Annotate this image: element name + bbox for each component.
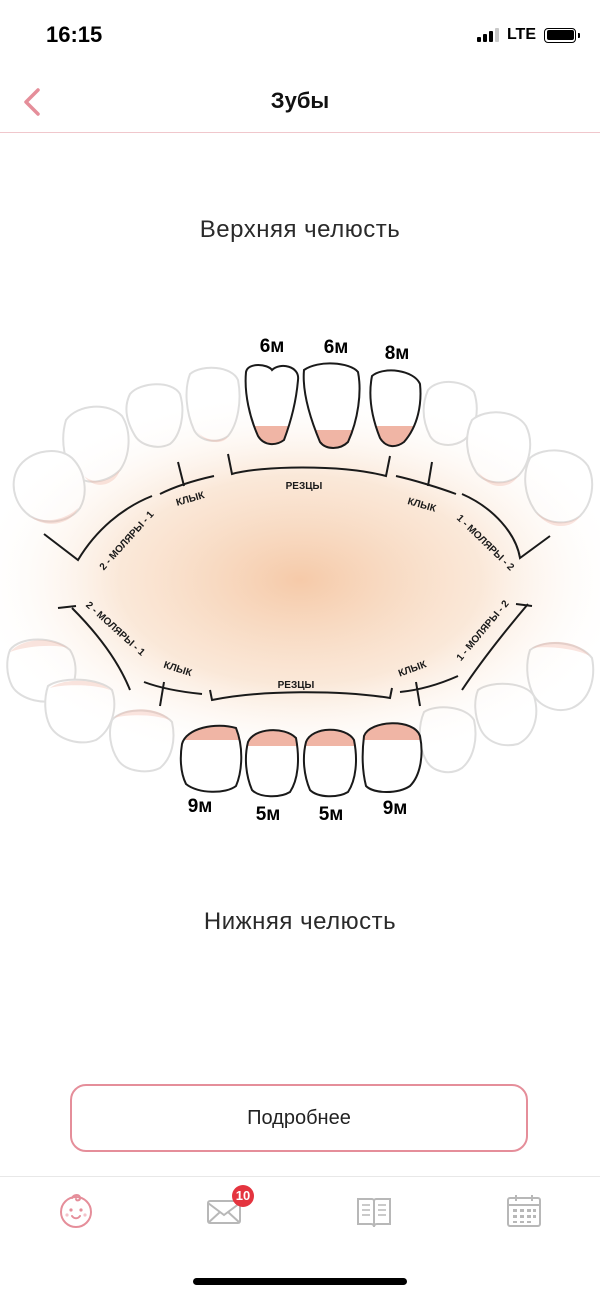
signal-icon [476,28,499,42]
upper-tooth-1-age: 6м [260,336,285,357]
navigation-bar: Зубы [0,72,600,133]
lower-incisors-label: РЕЗЦЫ [278,680,315,691]
home-indicator [193,1278,407,1285]
lower-tooth-4-age: 9м [383,798,408,819]
status-indicators: LTE [476,26,580,44]
details-button[interactable]: Подробнее [70,1084,528,1152]
lower-tooth-3 [302,728,357,798]
tab-baby[interactable] [54,1191,98,1231]
lower-tooth-1-age: 9м [188,796,213,817]
teeth-diagram: РЕЗЦЫ КЛЫК КЛЫК 2 - МОЛЯРЫ - 1 1 - МОЛЯР… [0,336,600,825]
tab-messages[interactable]: 10 [202,1185,254,1231]
messages-badge: 10 [232,1185,254,1207]
upper-jaw-title: Верхняя челюсть [199,216,401,243]
tab-bar: 10 [0,1176,600,1247]
upper-tooth-3 [369,369,422,448]
lower-side-teeth [6,638,595,774]
upper-side-gums [30,430,580,527]
mouth-glow [0,390,600,770]
lower-side-gums [10,640,590,720]
chevron-left-icon [24,88,40,116]
battery-icon [544,27,580,43]
back-button[interactable] [14,82,54,122]
upper-jaw-brackets [43,453,551,562]
upper-tooth-3-age: 8м [385,343,410,364]
baby-face-icon [60,1194,92,1228]
envelope-icon [207,1200,241,1224]
lower-jaw-brackets [57,603,533,707]
network-type: LTE [506,26,536,43]
lower-tooth-2 [244,729,299,798]
lower-tooth-3-age: 5м [319,804,344,825]
page-title: Зубы [270,88,330,113]
lower-teeth-ages: 9м 5м 5м 9м [188,796,408,825]
lower-jaw-title: Нижняя челюсть [203,908,397,935]
upper-tooth-2-age: 6м [324,337,349,358]
tab-articles[interactable] [352,1191,396,1231]
lower-tooth-4 [361,722,423,793]
lower-tooth-1 [179,724,243,793]
calendar-icon [507,1195,541,1227]
tab-calendar[interactable] [502,1191,546,1231]
upper-incisors-label: РЕЗЦЫ [286,481,323,492]
book-icon [357,1198,391,1228]
lower-tooth-2-age: 5м [256,804,281,825]
upper-side-teeth [12,366,594,524]
status-time: 16:15 [46,22,103,47]
upper-teeth-ages: 6м 6м 8м [260,336,410,364]
upper-tooth-2 [302,362,361,449]
status-bar: 16:15 LTE [0,0,600,72]
